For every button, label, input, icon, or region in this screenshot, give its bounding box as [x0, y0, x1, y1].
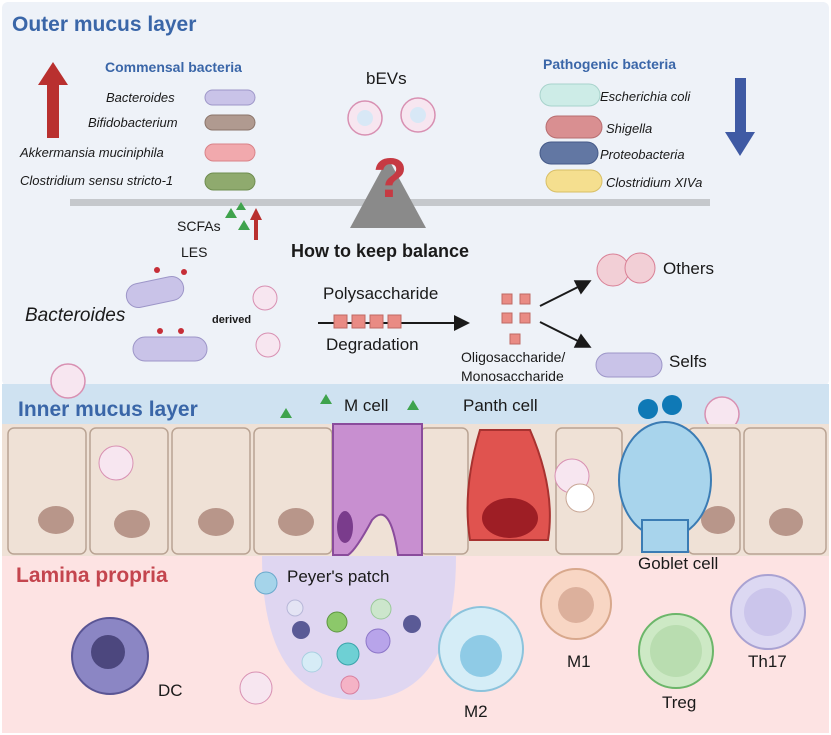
- m2-label: M2: [464, 702, 488, 721]
- derived-vesicles: [252, 285, 281, 358]
- monosaccharide-label: Monosaccharide: [461, 368, 564, 384]
- degradation-label: Degradation: [326, 335, 419, 354]
- m1-label: M1: [567, 652, 591, 671]
- pathogenic-bacteria-title: Pathogenic bacteria: [543, 56, 677, 72]
- bevs-vesicles: [347, 97, 436, 136]
- vesicle-lamina: [239, 671, 273, 705]
- panth-cell-nucleus: [482, 498, 538, 538]
- derived-label: derived: [212, 314, 252, 326]
- m-cell: [332, 423, 423, 556]
- vesicle-goblet-side: [565, 483, 595, 513]
- clostridium-rod: [204, 172, 256, 191]
- mucin-granule-1: [638, 399, 658, 419]
- panth-cell-label: Panth cell: [463, 396, 538, 415]
- commensal-bacteria-rods: [204, 89, 256, 191]
- inner-mucus-layer-title: Inner mucus layer: [18, 398, 198, 421]
- dendritic-cell: [71, 617, 149, 695]
- commensal-bacteria-title: Commensal bacteria: [105, 59, 242, 75]
- clostridium-xiva-rod: [545, 169, 603, 193]
- m-cell-label: M cell: [344, 396, 389, 415]
- lamina-propria-title: Lamina propria: [16, 564, 168, 587]
- question-mark: ?: [373, 146, 408, 209]
- commensal-akkermansia-label: Akkermansia muciniphila: [20, 145, 164, 160]
- treg-label: Treg: [662, 693, 697, 712]
- pathogenic-clostridium-xiva-label: Clostridium XIVa: [606, 175, 703, 190]
- balance-fulcrum: [350, 158, 426, 228]
- arrow-to-selfs: [539, 321, 592, 348]
- bacteroides-label: Bacteroides: [25, 305, 126, 326]
- commensal-bifidobacterium-label: Bifidobacterium: [88, 115, 178, 130]
- commensal-increase-arrow: [38, 62, 68, 138]
- balance-title: How to keep balance: [291, 241, 470, 261]
- proteobacteria-rod: [539, 141, 599, 165]
- pathogenic-decrease-arrow: [725, 78, 755, 156]
- pathogenic-ecoli-label: Escherichia coli: [600, 89, 691, 104]
- shigella-rod: [545, 115, 603, 139]
- oligosaccharide-units: [501, 293, 531, 345]
- bacteroides-cells: [125, 267, 208, 362]
- th17-label: Th17: [748, 652, 787, 671]
- commensal-bacteroides-label: Bacteroides: [106, 90, 175, 105]
- pathogenic-shigella-label: Shigella: [606, 121, 653, 136]
- pathogenic-bacteria-rods: [539, 83, 603, 193]
- commensal-clostridium-label: Clostridium sensu stricto-1: [20, 173, 174, 188]
- m1-macrophage: [540, 568, 612, 640]
- vesicle-epithelium-left: [98, 445, 134, 481]
- scfas-up-arrow: [250, 208, 262, 240]
- selfs-bacteroides: [595, 352, 663, 378]
- bevs-label: bEVs: [366, 69, 407, 88]
- goblet-cell-label: Goblet cell: [638, 554, 719, 573]
- vesicle-left: [50, 363, 86, 399]
- oligosaccharide-label: Oligosaccharide/: [461, 349, 566, 365]
- polysaccharide-label: Polysaccharide: [323, 284, 439, 303]
- mucin-granule-2: [662, 395, 682, 415]
- treg-cell: [638, 613, 714, 689]
- question-arrow-triangles: [225, 202, 250, 230]
- bifidobacterium-rod: [204, 114, 256, 131]
- ecoli-rod: [539, 83, 601, 107]
- others-label: Others: [663, 259, 715, 278]
- bacteroides-rod: [204, 89, 256, 106]
- peyers-patch-cells: [254, 571, 421, 695]
- m2-macrophage: [438, 606, 524, 692]
- outer-mucus-layer-title: Outer mucus layer: [12, 13, 197, 36]
- m-cell-nucleus: [337, 511, 353, 543]
- others-bacteria: [596, 252, 656, 287]
- polysaccharide-chain: [333, 314, 402, 329]
- goblet-cell-base: [641, 519, 689, 553]
- akkermansia-rod: [204, 143, 256, 162]
- arrow-to-others: [539, 280, 592, 307]
- dc-label: DC: [158, 681, 183, 700]
- epithelial-nuclei: [38, 506, 803, 538]
- selfs-label: Selfs: [669, 352, 707, 371]
- scfas-label: SCFAs: [177, 218, 221, 234]
- peyers-patch-label: Peyer's patch: [287, 567, 390, 586]
- th17-cell: [730, 574, 806, 650]
- les-label: LES: [181, 244, 208, 260]
- pathogenic-proteobacteria-label: Proteobacteria: [600, 147, 685, 162]
